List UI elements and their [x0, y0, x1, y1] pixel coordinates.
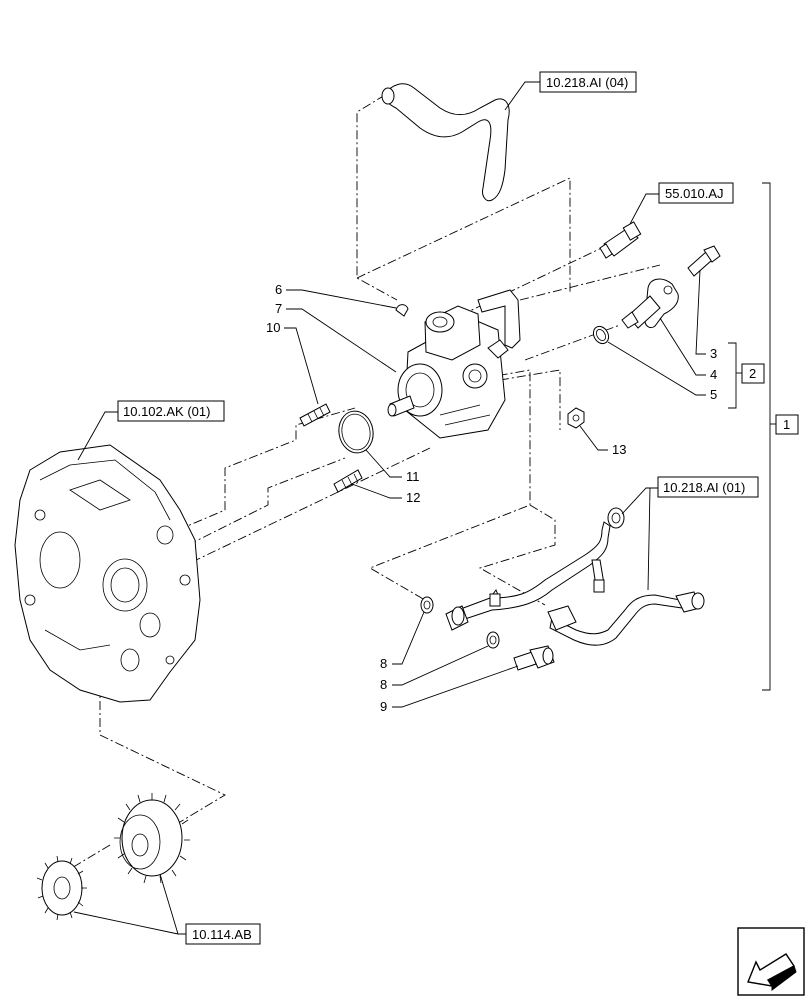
ref-box-55-010-aj[interactable] [658, 182, 734, 204]
return-hose [381, 83, 510, 202]
callout-9: 9 [380, 699, 387, 714]
ref-label-10-114-ab: 10.114.AB [192, 927, 252, 942]
banjo-bolt-item-9 [513, 645, 555, 671]
nut-item-13 [567, 407, 585, 429]
bracket-group-2 [728, 342, 737, 409]
callout-4: 4 [710, 367, 717, 382]
callout-13: 13 [612, 442, 626, 457]
washer-item-8a [420, 596, 434, 614]
ref-label-10-102-ak-01: 10.102.AK (01) [123, 404, 210, 419]
pressure-sensor [599, 221, 642, 259]
bolt-item-3 [687, 245, 721, 277]
callout-10: 10 [266, 320, 280, 335]
leader-10-218-ai-01-a [621, 487, 658, 515]
washer-item-8b [486, 631, 500, 649]
callout-7: 7 [275, 301, 282, 316]
group-label-1: 1 [783, 417, 790, 432]
callout-6: 6 [275, 282, 282, 297]
leader-6 [286, 289, 397, 309]
o-ring-item-5 [592, 325, 610, 345]
leader-10-114-ab-a [159, 873, 186, 935]
leader-10-218-ai-04 [504, 81, 540, 111]
leader-13 [579, 425, 608, 451]
callout-8-a: 8 [380, 656, 387, 671]
leader-7 [286, 308, 397, 373]
leader-10-218-ai-01-b [647, 487, 651, 591]
ref-box-10-102-ak-01[interactable] [117, 400, 225, 422]
drive-gear-small [36, 855, 87, 921]
leader-10 [284, 327, 319, 405]
o-ring-item-11 [338, 410, 374, 454]
leader-11 [365, 449, 402, 478]
ref-label-10-218-ai-01: 10.218.AI (01) [663, 480, 745, 495]
group-box-1[interactable] [775, 414, 799, 435]
callout-5: 5 [710, 387, 717, 402]
drive-gear-large [114, 793, 190, 884]
ref-box-10-218-ai-01[interactable] [657, 476, 759, 498]
arrow-back-icon[interactable] [737, 927, 805, 996]
suction-control-valve-item-4 [621, 278, 679, 329]
leader-8-b [392, 645, 489, 686]
stud-item-10 [299, 403, 331, 427]
stud-item-12 [333, 469, 363, 493]
fuel-injection-pipes [445, 507, 705, 646]
high-pressure-pump [387, 289, 521, 439]
callout-11: 11 [406, 469, 420, 484]
leader-8-a [392, 611, 425, 665]
leader-10-102-ak-01 [77, 411, 118, 461]
ref-label-10-218-ai-04: 10.218.AI (04) [546, 75, 628, 90]
leader-10-114-ab-b [73, 911, 179, 935]
group-label-2: 2 [749, 366, 756, 381]
ref-label-55-010-aj: 55.010.AJ [665, 186, 724, 201]
bracket-group-1 [762, 182, 771, 691]
callout-12: 12 [406, 490, 420, 505]
leader-55-010-aj [629, 193, 659, 225]
leader-9 [392, 665, 519, 708]
leader-4 [659, 317, 706, 376]
callout-8-b: 8 [380, 677, 387, 692]
leader-5 [607, 341, 706, 396]
leader-12 [351, 483, 402, 499]
group-box-2[interactable] [741, 363, 765, 384]
leader-3 [695, 269, 706, 355]
gear-housing [14, 444, 201, 703]
callout-3: 3 [710, 346, 717, 361]
